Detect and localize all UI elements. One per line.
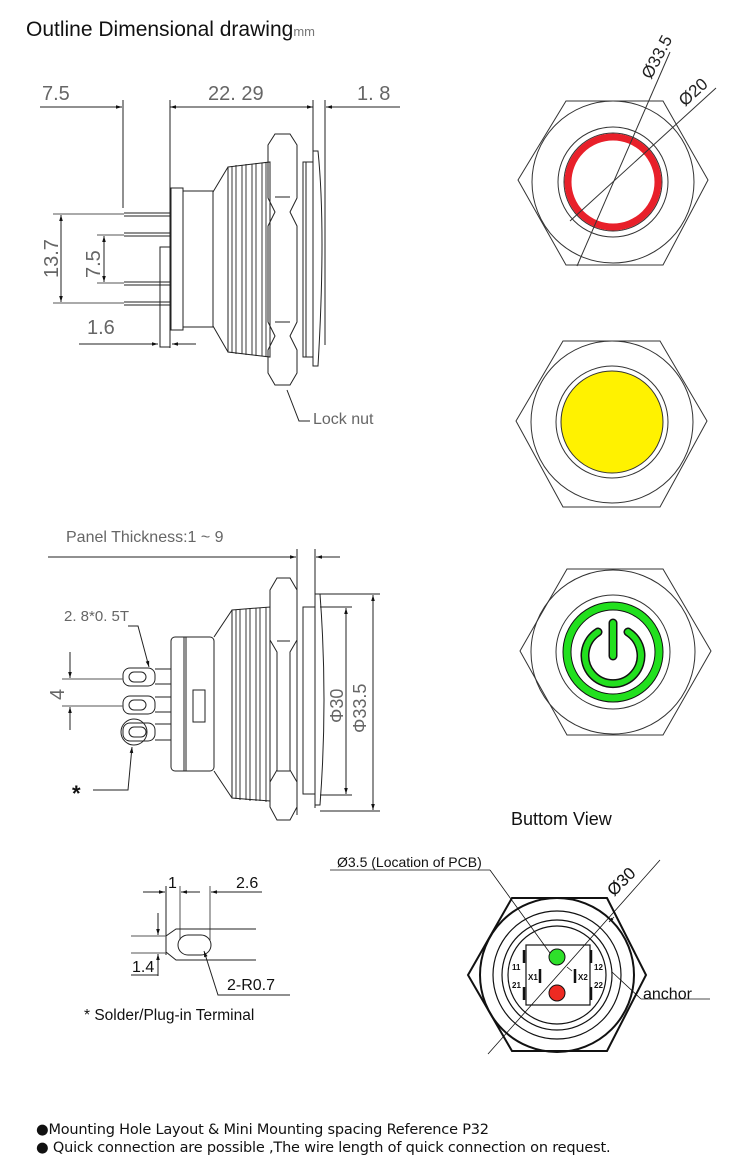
- dim-inner-diameter: Ø20: [675, 74, 712, 110]
- lock-nut-label: Lock nut: [313, 411, 374, 428]
- bottom-dim-diameter: Ø30: [603, 864, 639, 900]
- radius-label: 2-R0.7: [227, 977, 275, 994]
- front-view-power-led: [519, 568, 712, 736]
- bottom-view-title: Buttom View: [511, 809, 613, 829]
- side-view-top-labels: 7.5 22. 29 1. 8 13.7 7.5 1.6 Lock nut: [41, 83, 390, 428]
- dim-thread-diameter: Φ30: [327, 689, 347, 723]
- page-title: Outline Dimensional drawingmm: [26, 18, 315, 42]
- dim-13-7: 13.7: [41, 239, 63, 278]
- pcb-location-label: Ø3.5 (Location of PCB): [337, 854, 482, 870]
- dim-2-6: 2.6: [236, 875, 258, 892]
- front-view-dot-led: [515, 340, 708, 508]
- side-view-top: [40, 100, 400, 422]
- terminal-caption: * Solder/Plug-in Terminal: [84, 1007, 254, 1024]
- dim-1-6: 1.6: [87, 317, 115, 339]
- panel-thickness-label: Panel Thickness:1 ~ 9: [66, 529, 224, 546]
- footer-note-quick-connection: ● Quick connection are possible ,The wir…: [36, 1140, 611, 1156]
- unit-label: mm: [293, 24, 315, 39]
- dim-1-4: 1.4: [132, 959, 154, 976]
- pin-22: 22: [594, 981, 603, 990]
- dim-1: 1: [168, 875, 177, 892]
- side-view-bottom: [48, 549, 380, 821]
- bottom-view: [330, 859, 710, 1055]
- dim-22-29: 22. 29: [208, 83, 264, 105]
- pin-pitch-dim: 4: [47, 689, 69, 700]
- title-text: Outline Dimensional drawing: [26, 18, 294, 41]
- dim-7-5-vertical: 7.5: [83, 250, 105, 278]
- dim-flange-diameter: Φ33.5: [350, 684, 370, 733]
- pin-21: 21: [512, 981, 521, 990]
- dim-1-8: 1. 8: [357, 83, 390, 105]
- anchor-label: anchor: [643, 986, 693, 1003]
- terminal-detail: [131, 886, 290, 996]
- green-led-dot: [548, 948, 566, 966]
- pin-12: 12: [594, 963, 603, 972]
- front-view-ring-led: [517, 51, 717, 267]
- dim-7-5: 7.5: [42, 83, 70, 105]
- dim-outer-diameter: Ø33.5: [638, 32, 677, 82]
- footer-note-mounting: ●Mounting Hole Layout & Mini Mounting sp…: [36, 1122, 489, 1138]
- red-ring-indicator: [564, 133, 662, 231]
- asterisk-marker: *: [72, 781, 81, 806]
- terminal-size-label: 2. 8*0. 5T: [64, 608, 129, 625]
- x1-label: X1: [528, 973, 538, 982]
- pin-11: 11: [512, 963, 521, 972]
- x2-label: X2: [578, 973, 588, 982]
- red-led-dot: [548, 984, 566, 1002]
- yellow-dot-indicator: [560, 370, 664, 474]
